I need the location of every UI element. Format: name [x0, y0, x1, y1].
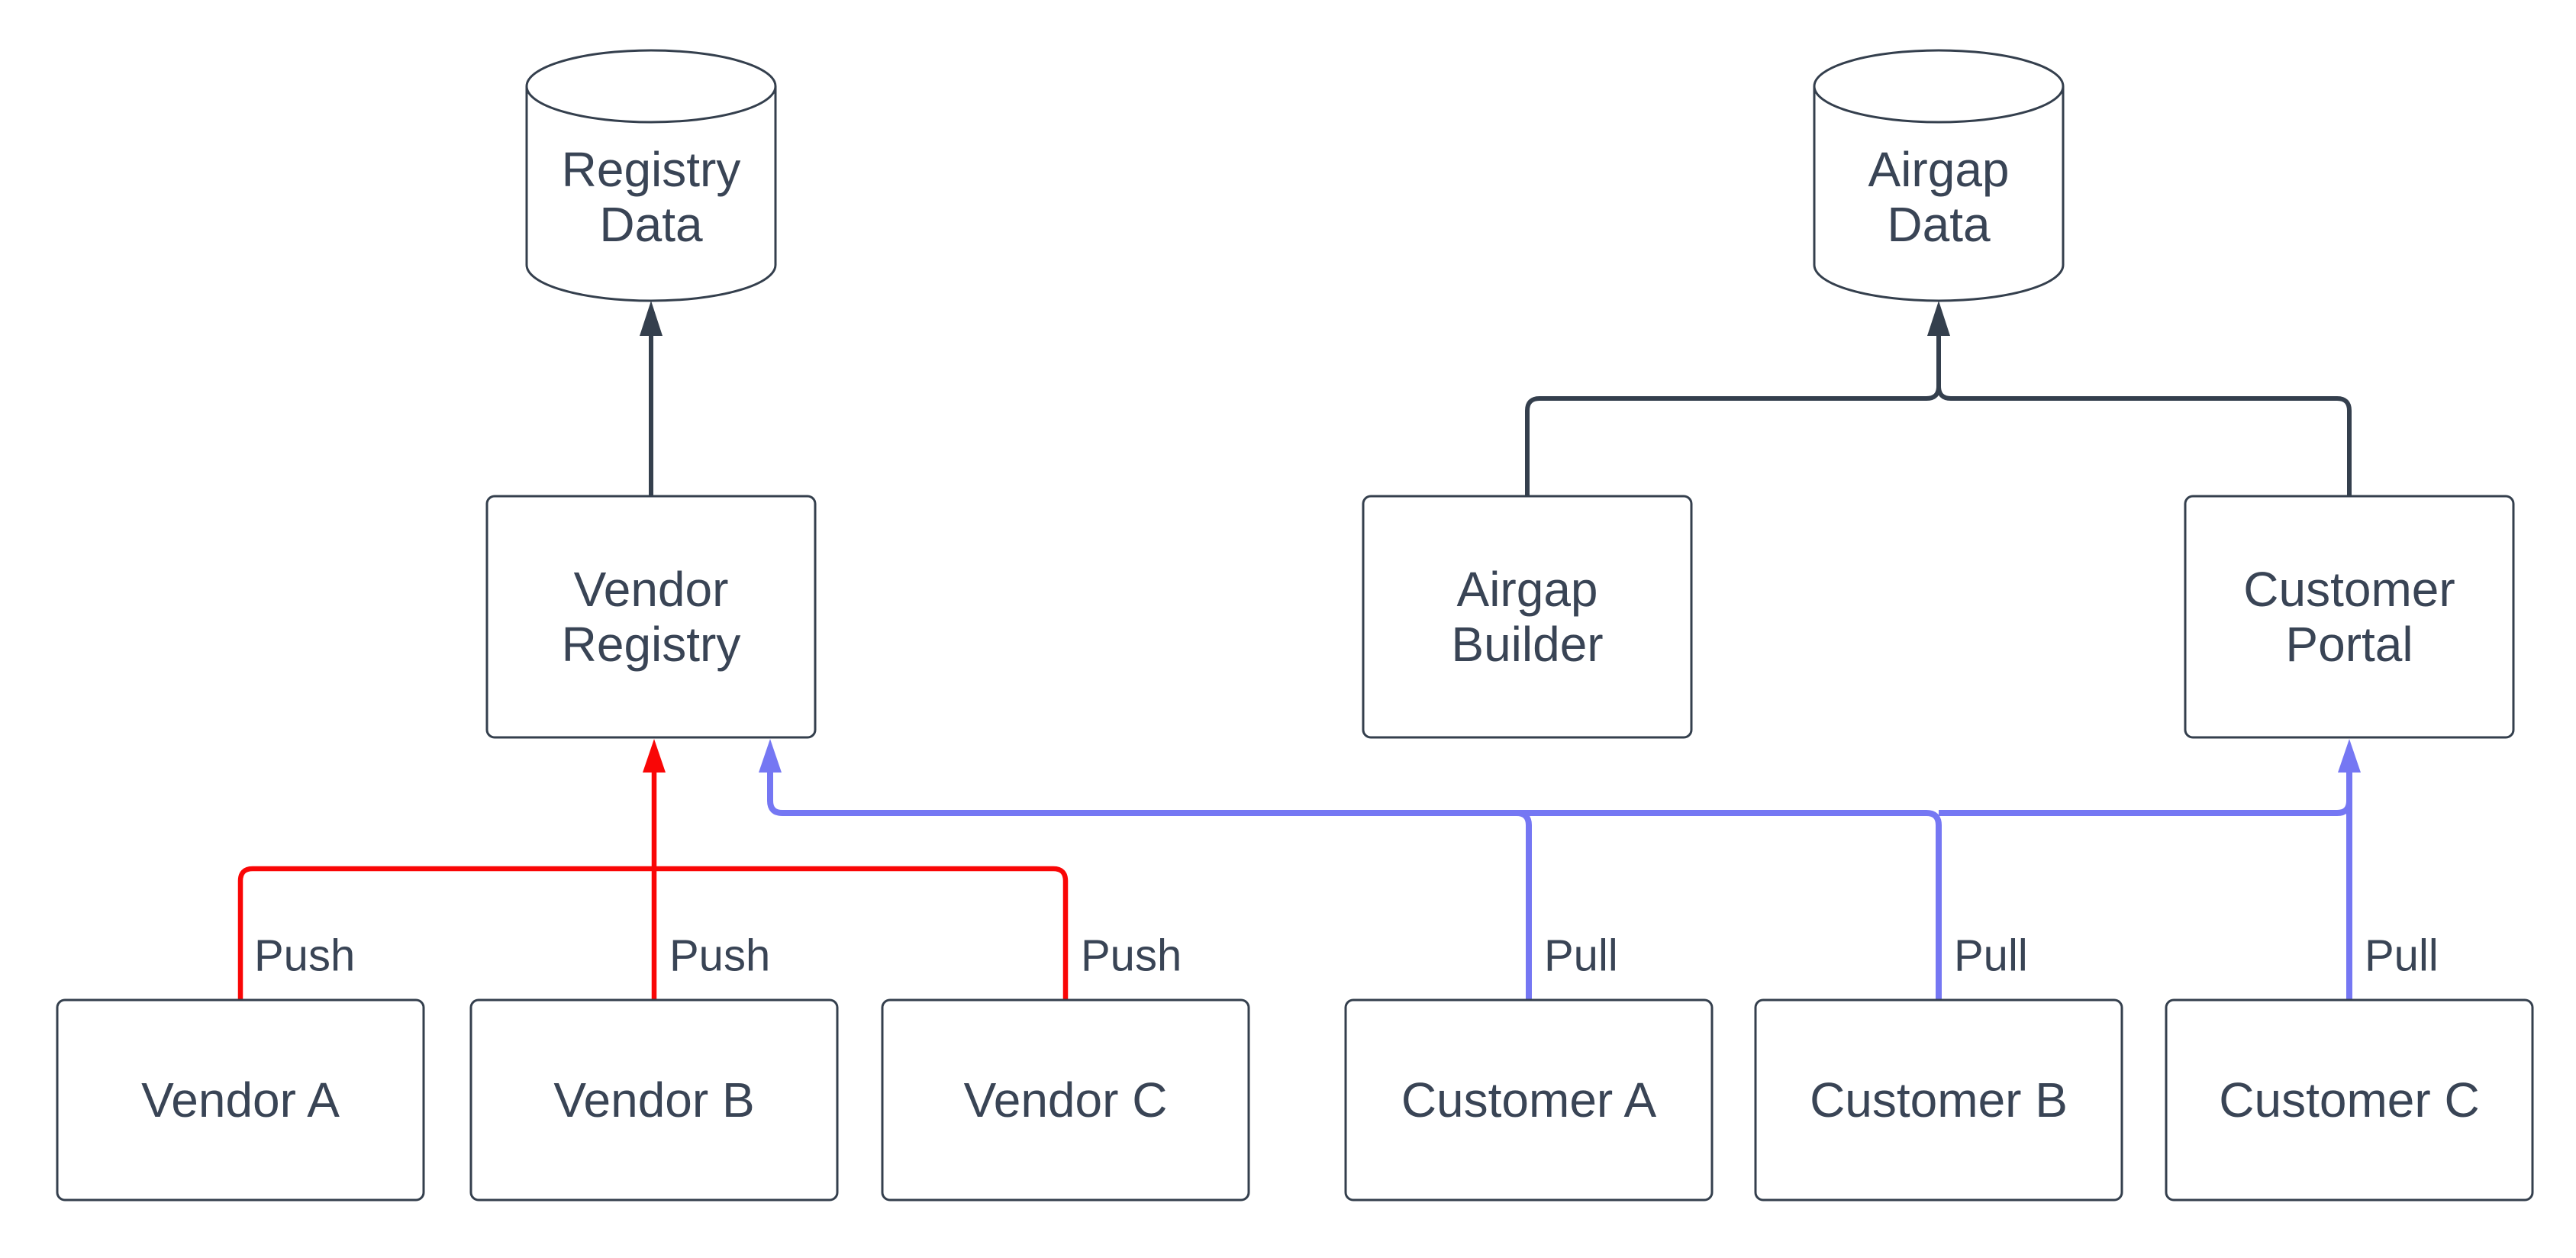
node-box	[485, 495, 817, 739]
node-customer-a: Customer A	[1344, 998, 1714, 1202]
arrow-up-icon	[643, 739, 666, 773]
node-box	[56, 998, 425, 1202]
arrow-up-icon	[759, 739, 782, 773]
node-label: Airgap	[1457, 562, 1598, 617]
node-label: Vendor	[574, 562, 729, 617]
edge-label-pull-a: Pull	[1544, 931, 1618, 981]
edge-customer-c-pull	[1939, 739, 2361, 1000]
node-airgap-data: Airgap Data	[1813, 49, 2065, 302]
node-customer-b: Customer B	[1754, 998, 2123, 1202]
edge-label-pull-c: Pull	[2365, 931, 2439, 981]
node-label: Data	[599, 197, 703, 252]
edge-line	[767, 773, 1532, 1000]
node-label: Customer B	[1810, 1073, 2068, 1127]
node-label: Customer A	[1401, 1073, 1657, 1127]
node-label: Portal	[2285, 617, 2413, 672]
node-box	[469, 998, 839, 1202]
edge-customer-a-pull	[759, 739, 1532, 1000]
node-vendor-registry: Vendor Registry	[485, 495, 817, 739]
edge-customer-b-pull	[1517, 810, 1942, 1000]
node-registry-data: Registry Data	[525, 49, 777, 302]
node-box	[1754, 998, 2123, 1202]
cylinder-top	[525, 49, 777, 124]
edge-vendor-registry-to-registry-data	[640, 301, 663, 496]
edge-vendor-a-push	[237, 866, 654, 1000]
arrow-up-icon	[2338, 739, 2361, 773]
edge-label-pull-b: Pull	[1954, 931, 2028, 981]
edge-airgap-builder-to-airgap-data	[1525, 301, 1950, 496]
edge-line	[654, 866, 1069, 1000]
node-airgap-builder: Airgap Builder	[1362, 495, 1693, 739]
node-label: Builder	[1451, 617, 1603, 672]
node-customer-c: Customer C	[2165, 998, 2534, 1202]
node-label: Vendor A	[141, 1073, 340, 1127]
node-box	[881, 998, 1250, 1202]
node-box	[1344, 998, 1714, 1202]
arrow-up-icon	[1927, 301, 1950, 336]
edge-label-push-b: Push	[669, 931, 770, 981]
node-label: Airgap	[1868, 142, 2010, 197]
edge-line	[1936, 385, 2352, 496]
node-box	[2165, 998, 2534, 1202]
cylinder-top	[1813, 49, 2065, 124]
edge-line	[237, 866, 654, 1000]
node-label: Data	[1887, 197, 1991, 252]
node-vendor-b: Vendor B	[469, 998, 839, 1202]
edge-customer-portal-to-airgap-data	[1936, 385, 2352, 496]
node-customer-portal: Customer Portal	[2184, 495, 2515, 739]
cylinder-body	[525, 86, 777, 302]
edge-label-push-c: Push	[1081, 931, 1182, 981]
edge-line	[1517, 810, 1942, 1000]
node-label: Vendor C	[964, 1073, 1168, 1127]
edge-vendor-b-push	[643, 739, 666, 1000]
arrow-up-icon	[640, 301, 663, 336]
cylinder-body	[1813, 86, 2065, 302]
edge-vendor-c-push	[654, 866, 1069, 1000]
node-label: Vendor B	[553, 1073, 754, 1127]
node-label: Registry	[562, 142, 741, 197]
edge-line	[1525, 334, 1941, 496]
edge-line	[1939, 800, 2352, 816]
node-label: Customer	[2243, 562, 2455, 617]
node-label: Registry	[562, 617, 741, 672]
edge-label-push-a: Push	[254, 931, 355, 981]
node-label: Customer C	[2219, 1073, 2479, 1127]
node-box	[1362, 495, 1693, 739]
node-vendor-a: Vendor A	[56, 998, 425, 1202]
node-box	[2184, 495, 2515, 739]
node-vendor-c: Vendor C	[881, 998, 1250, 1202]
